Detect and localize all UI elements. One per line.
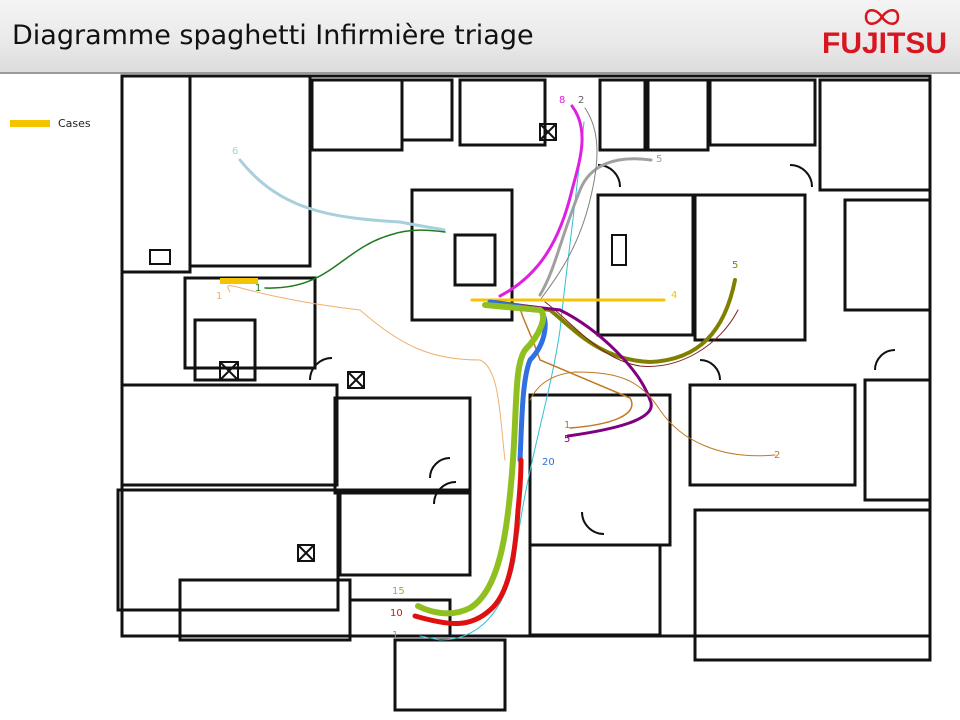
room <box>818 78 932 192</box>
room <box>458 78 547 147</box>
center-box <box>453 233 497 287</box>
path-cyan <box>419 121 585 641</box>
path-dark-green <box>264 229 446 289</box>
room <box>843 198 932 312</box>
room <box>863 378 932 502</box>
room <box>393 638 507 712</box>
path-label: 1 <box>564 420 570 431</box>
legend-label: Cases <box>58 117 91 130</box>
room <box>688 383 857 487</box>
room <box>528 543 662 637</box>
path-label: 4 <box>671 290 677 301</box>
path-olive <box>493 278 737 365</box>
path-gray <box>538 157 653 297</box>
path-light-blue <box>238 158 446 232</box>
path-label: 5 <box>656 154 662 165</box>
fujitsu-logo: FUJITSU <box>822 6 948 66</box>
room <box>596 193 695 337</box>
infinity-logo-icon <box>864 9 900 25</box>
floor-plan: 8 2 5 6 1 1 5 4 1 5 2 20 15 10 1 <box>116 74 932 712</box>
path-label: 1 <box>392 630 398 641</box>
room <box>528 393 672 547</box>
path-peach <box>227 285 506 461</box>
path-label: 15 <box>392 586 405 597</box>
path-lime <box>415 302 547 617</box>
room <box>708 78 817 147</box>
doors <box>309 164 896 535</box>
room <box>188 74 312 268</box>
logo-text: FUJITSU <box>822 27 948 60</box>
room <box>693 508 932 662</box>
path-label: 10 <box>390 608 403 619</box>
room <box>348 598 452 638</box>
path-labels: 8 2 5 6 1 1 5 4 1 5 2 20 15 10 1 <box>216 95 780 641</box>
room <box>693 193 807 342</box>
room <box>183 276 317 370</box>
header-rule <box>0 72 960 74</box>
room <box>120 74 192 274</box>
room <box>598 78 647 152</box>
legend-swatch <box>10 120 50 127</box>
path-label: 6 <box>232 146 238 157</box>
room <box>310 78 404 152</box>
path-label: 5 <box>564 434 570 445</box>
slide-title: Diagramme spaghetti Infirmière triage <box>12 20 534 51</box>
path-purple <box>488 300 653 438</box>
path-label: 20 <box>542 457 555 468</box>
walls <box>116 74 932 712</box>
path-dark-gray <box>539 107 598 301</box>
room <box>338 488 472 577</box>
path-label: 1 <box>216 291 222 302</box>
path-label: 8 <box>559 95 565 106</box>
room <box>646 78 710 152</box>
fixtures <box>149 123 627 562</box>
room <box>333 396 472 495</box>
path-orange-2 <box>529 371 776 457</box>
room <box>193 318 257 382</box>
path-dark-red <box>544 301 739 367</box>
outer-wall <box>120 74 932 638</box>
paths <box>227 104 776 641</box>
header: Diagramme spaghetti Infirmière triage FU… <box>0 0 960 74</box>
room <box>116 488 340 612</box>
path-magenta <box>498 104 584 298</box>
path-label: 2 <box>578 95 584 106</box>
center-island <box>410 188 514 322</box>
room <box>400 78 454 142</box>
cases-bar <box>220 278 258 284</box>
path-red <box>412 457 524 626</box>
path-label: 1 <box>255 283 261 294</box>
path-orange-1 <box>519 304 633 429</box>
path-label: 5 <box>732 260 738 271</box>
room <box>120 383 339 487</box>
path-label: 2 <box>774 450 780 461</box>
header-band <box>0 0 960 72</box>
